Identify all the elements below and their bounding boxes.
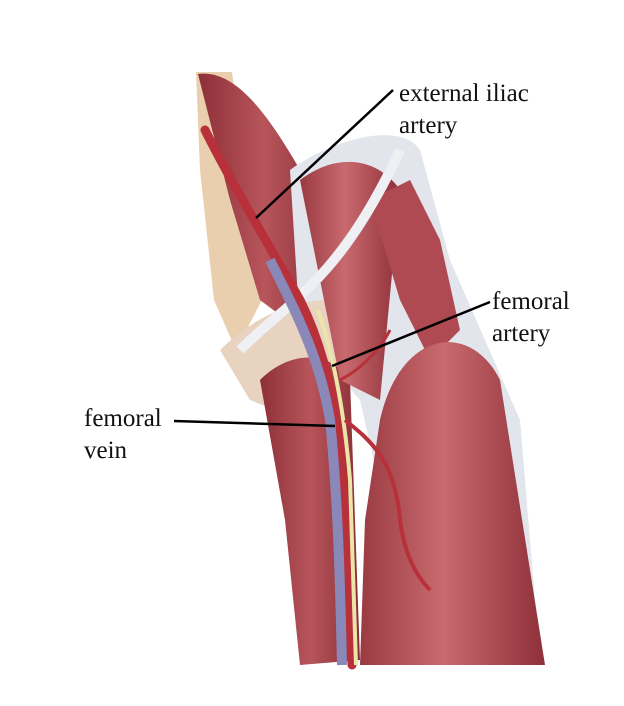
artery-vessel <box>200 125 357 670</box>
label-line: femoral <box>84 405 162 432</box>
label-femoral-artery: femoral artery <box>492 286 570 350</box>
tensor-muscle <box>370 180 460 360</box>
artery-branch <box>339 329 392 382</box>
leader-line-femoral-vein <box>173 419 336 428</box>
inguinal-ligament <box>236 147 405 354</box>
leader-line-femoral-artery <box>331 300 491 368</box>
label-femoral-vein: femoral vein <box>84 403 162 467</box>
quadriceps-muscle <box>360 342 545 665</box>
femoral-nerve <box>316 309 358 666</box>
label-line: artery <box>492 320 551 347</box>
label-line: vein <box>84 437 128 464</box>
label-line: external iliac <box>399 80 529 107</box>
label-line: femoral <box>492 288 570 315</box>
label-line: artery <box>399 112 458 139</box>
artery-branch <box>343 418 432 592</box>
sartorius-upper <box>300 161 400 400</box>
leader-line-external-iliac <box>255 89 394 219</box>
vein-vessel <box>265 257 347 666</box>
label-external-iliac-artery: external iliac artery <box>399 78 529 142</box>
